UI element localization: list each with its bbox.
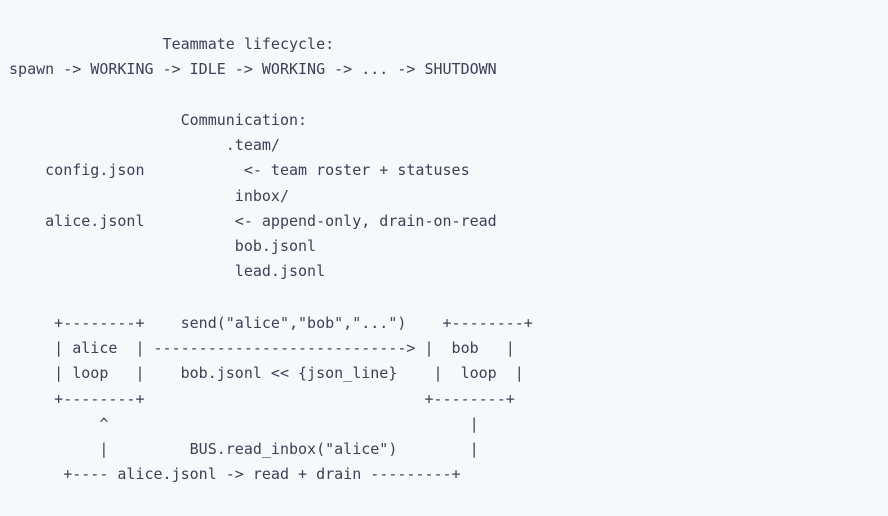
- communication-title-line: Communication:: [0, 111, 308, 129]
- diagram-write-note-line: | loop | bob.jsonl << {json_line} | loop…: [0, 364, 524, 383]
- diagram-return-caret-line: ^ |: [0, 414, 479, 433]
- communication-section: Communication: .team/ config.json <- tea…: [0, 108, 888, 284]
- lifecycle-states-line: spawn -> WORKING -> IDLE -> WORKING -> .…: [0, 60, 497, 79]
- diagram-read-call-line: | BUS.read_inbox("alice") |: [0, 439, 479, 458]
- team-dir-line: .team/: [0, 136, 280, 155]
- diagram-box-bottom-line: +--------+ +--------+: [0, 389, 515, 408]
- alice-jsonl-line: alice.jsonl <- append-only, drain-on-rea…: [0, 211, 497, 230]
- lead-jsonl-line: lead.jsonl: [0, 262, 326, 281]
- message-bus-diagram: +--------+ send("alice","bob","...") +--…: [0, 311, 888, 487]
- diagram-return-path-line: +---- alice.jsonl -> read + drain ------…: [0, 465, 461, 484]
- lifecycle-section: Teammate lifecycle: spawn -> WORKING -> …: [0, 32, 888, 82]
- bob-jsonl-line: bob.jsonl: [0, 236, 317, 255]
- config-json-line: config.json <- team roster + statuses: [0, 161, 470, 180]
- lifecycle-title-line: Teammate lifecycle:: [0, 35, 335, 53]
- diagram-send-arrow-line: | alice | ----------------------------> …: [0, 339, 515, 358]
- inbox-dir-line: inbox/: [0, 186, 289, 205]
- diagram-box-top-line: +--------+ send("alice","bob","...") +--…: [0, 314, 533, 332]
